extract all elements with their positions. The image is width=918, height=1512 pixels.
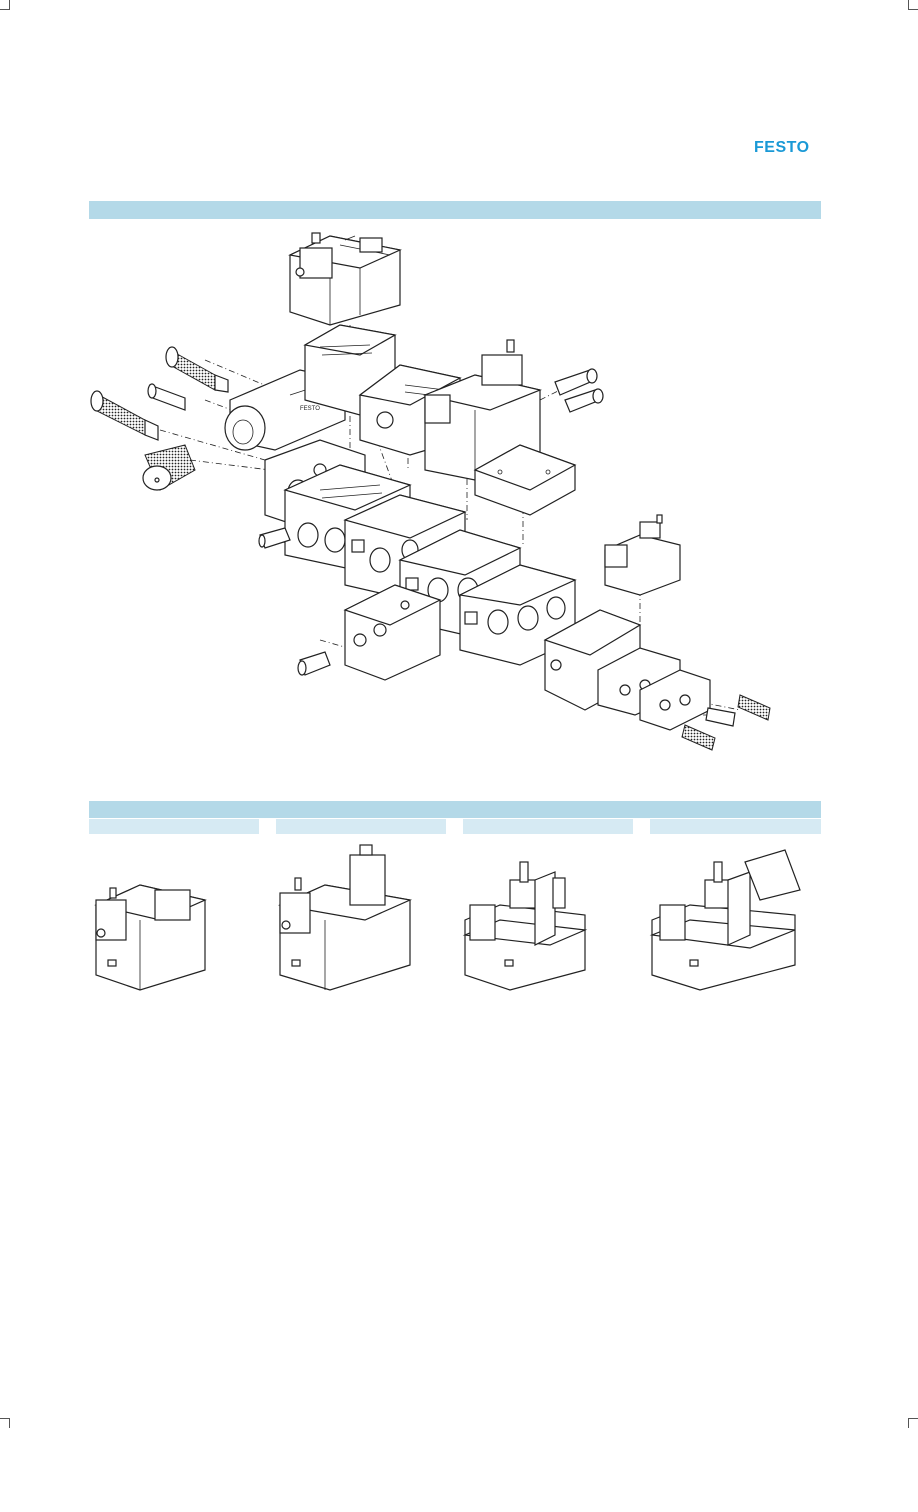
silencer-icon <box>165 346 229 393</box>
crop-mark-tr-v <box>908 0 909 10</box>
top-solenoid-valve-icon <box>288 232 402 326</box>
crop-mark-bl-h <box>0 1418 10 1419</box>
fitting-icon <box>258 527 331 676</box>
knurled-nut-icon <box>142 444 196 491</box>
end-plate-icon <box>343 584 442 681</box>
crop-mark-tl-v <box>9 0 10 10</box>
column-header-band-3 <box>463 819 633 834</box>
exploded-valve-terminal: FESTO <box>90 232 771 751</box>
silencer-icon <box>681 694 771 751</box>
crop-mark-tr-h <box>908 9 918 10</box>
valve-variant-2-icon <box>277 844 413 991</box>
solenoid-valve-icon <box>604 514 681 596</box>
valve-variant-1-icon <box>94 884 207 991</box>
fitting-icon <box>554 368 604 413</box>
section-header-band-2 <box>89 801 821 818</box>
section-header-band <box>89 201 821 219</box>
silencer-icon <box>90 390 159 441</box>
valve-variant-3-icon <box>462 861 588 991</box>
fitting-icon <box>147 383 186 411</box>
svg-text:FESTO: FESTO <box>300 406 320 412</box>
column-header-band-1 <box>89 819 259 834</box>
column-header-band-2 <box>276 819 446 834</box>
crop-mark-tl-h <box>0 9 10 10</box>
blanking-plate-icon <box>473 444 577 516</box>
column-header-band-4 <box>650 819 821 834</box>
valve-variant-4-icon <box>649 849 801 991</box>
festo-logo: FESTO <box>754 139 810 156</box>
crop-mark-br-h <box>908 1418 918 1419</box>
crop-mark-bl-v <box>9 1418 10 1428</box>
crop-mark-br-v <box>908 1418 909 1428</box>
